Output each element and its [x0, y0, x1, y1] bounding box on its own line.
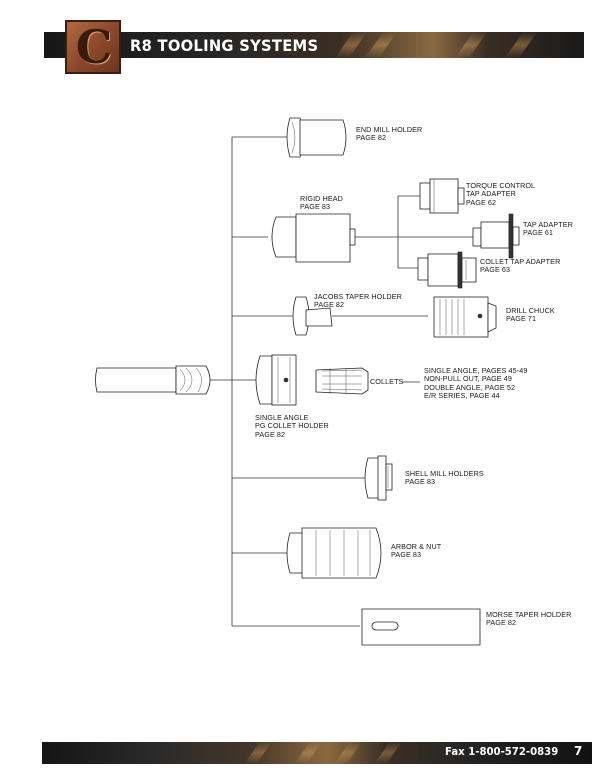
- r8-shank: [95, 365, 211, 395]
- footer-bar: [42, 742, 592, 764]
- collet-tap-adapter-drawing: [417, 251, 477, 289]
- torque-control-drawing: [419, 178, 465, 214]
- pg-collet-holder-drawing: [255, 354, 297, 406]
- logo-letter: C: [75, 20, 113, 74]
- shell-mill-holder-drawing: [364, 455, 393, 501]
- collets-drawing: [315, 367, 420, 395]
- page-number: 7: [574, 744, 583, 758]
- drill-chuck-drawing: [433, 296, 497, 338]
- header-bar: [44, 32, 584, 58]
- label-collets: COLLETS: [370, 377, 404, 386]
- tap-adapter-drawing: [472, 213, 520, 259]
- jacobs-taper-holder-drawing: [292, 296, 428, 336]
- morse-taper-holder-drawing: [361, 608, 481, 646]
- arbor-nut-drawing: [286, 527, 382, 579]
- rigid-head-drawing: [271, 213, 473, 263]
- end-mill-holder-drawing: [286, 117, 347, 158]
- brand-logo: C: [65, 20, 121, 74]
- page-title: R8 TOOLING SYSTEMS: [130, 36, 319, 55]
- footer-fax-number: Fax 1-800-572-0839: [445, 745, 559, 758]
